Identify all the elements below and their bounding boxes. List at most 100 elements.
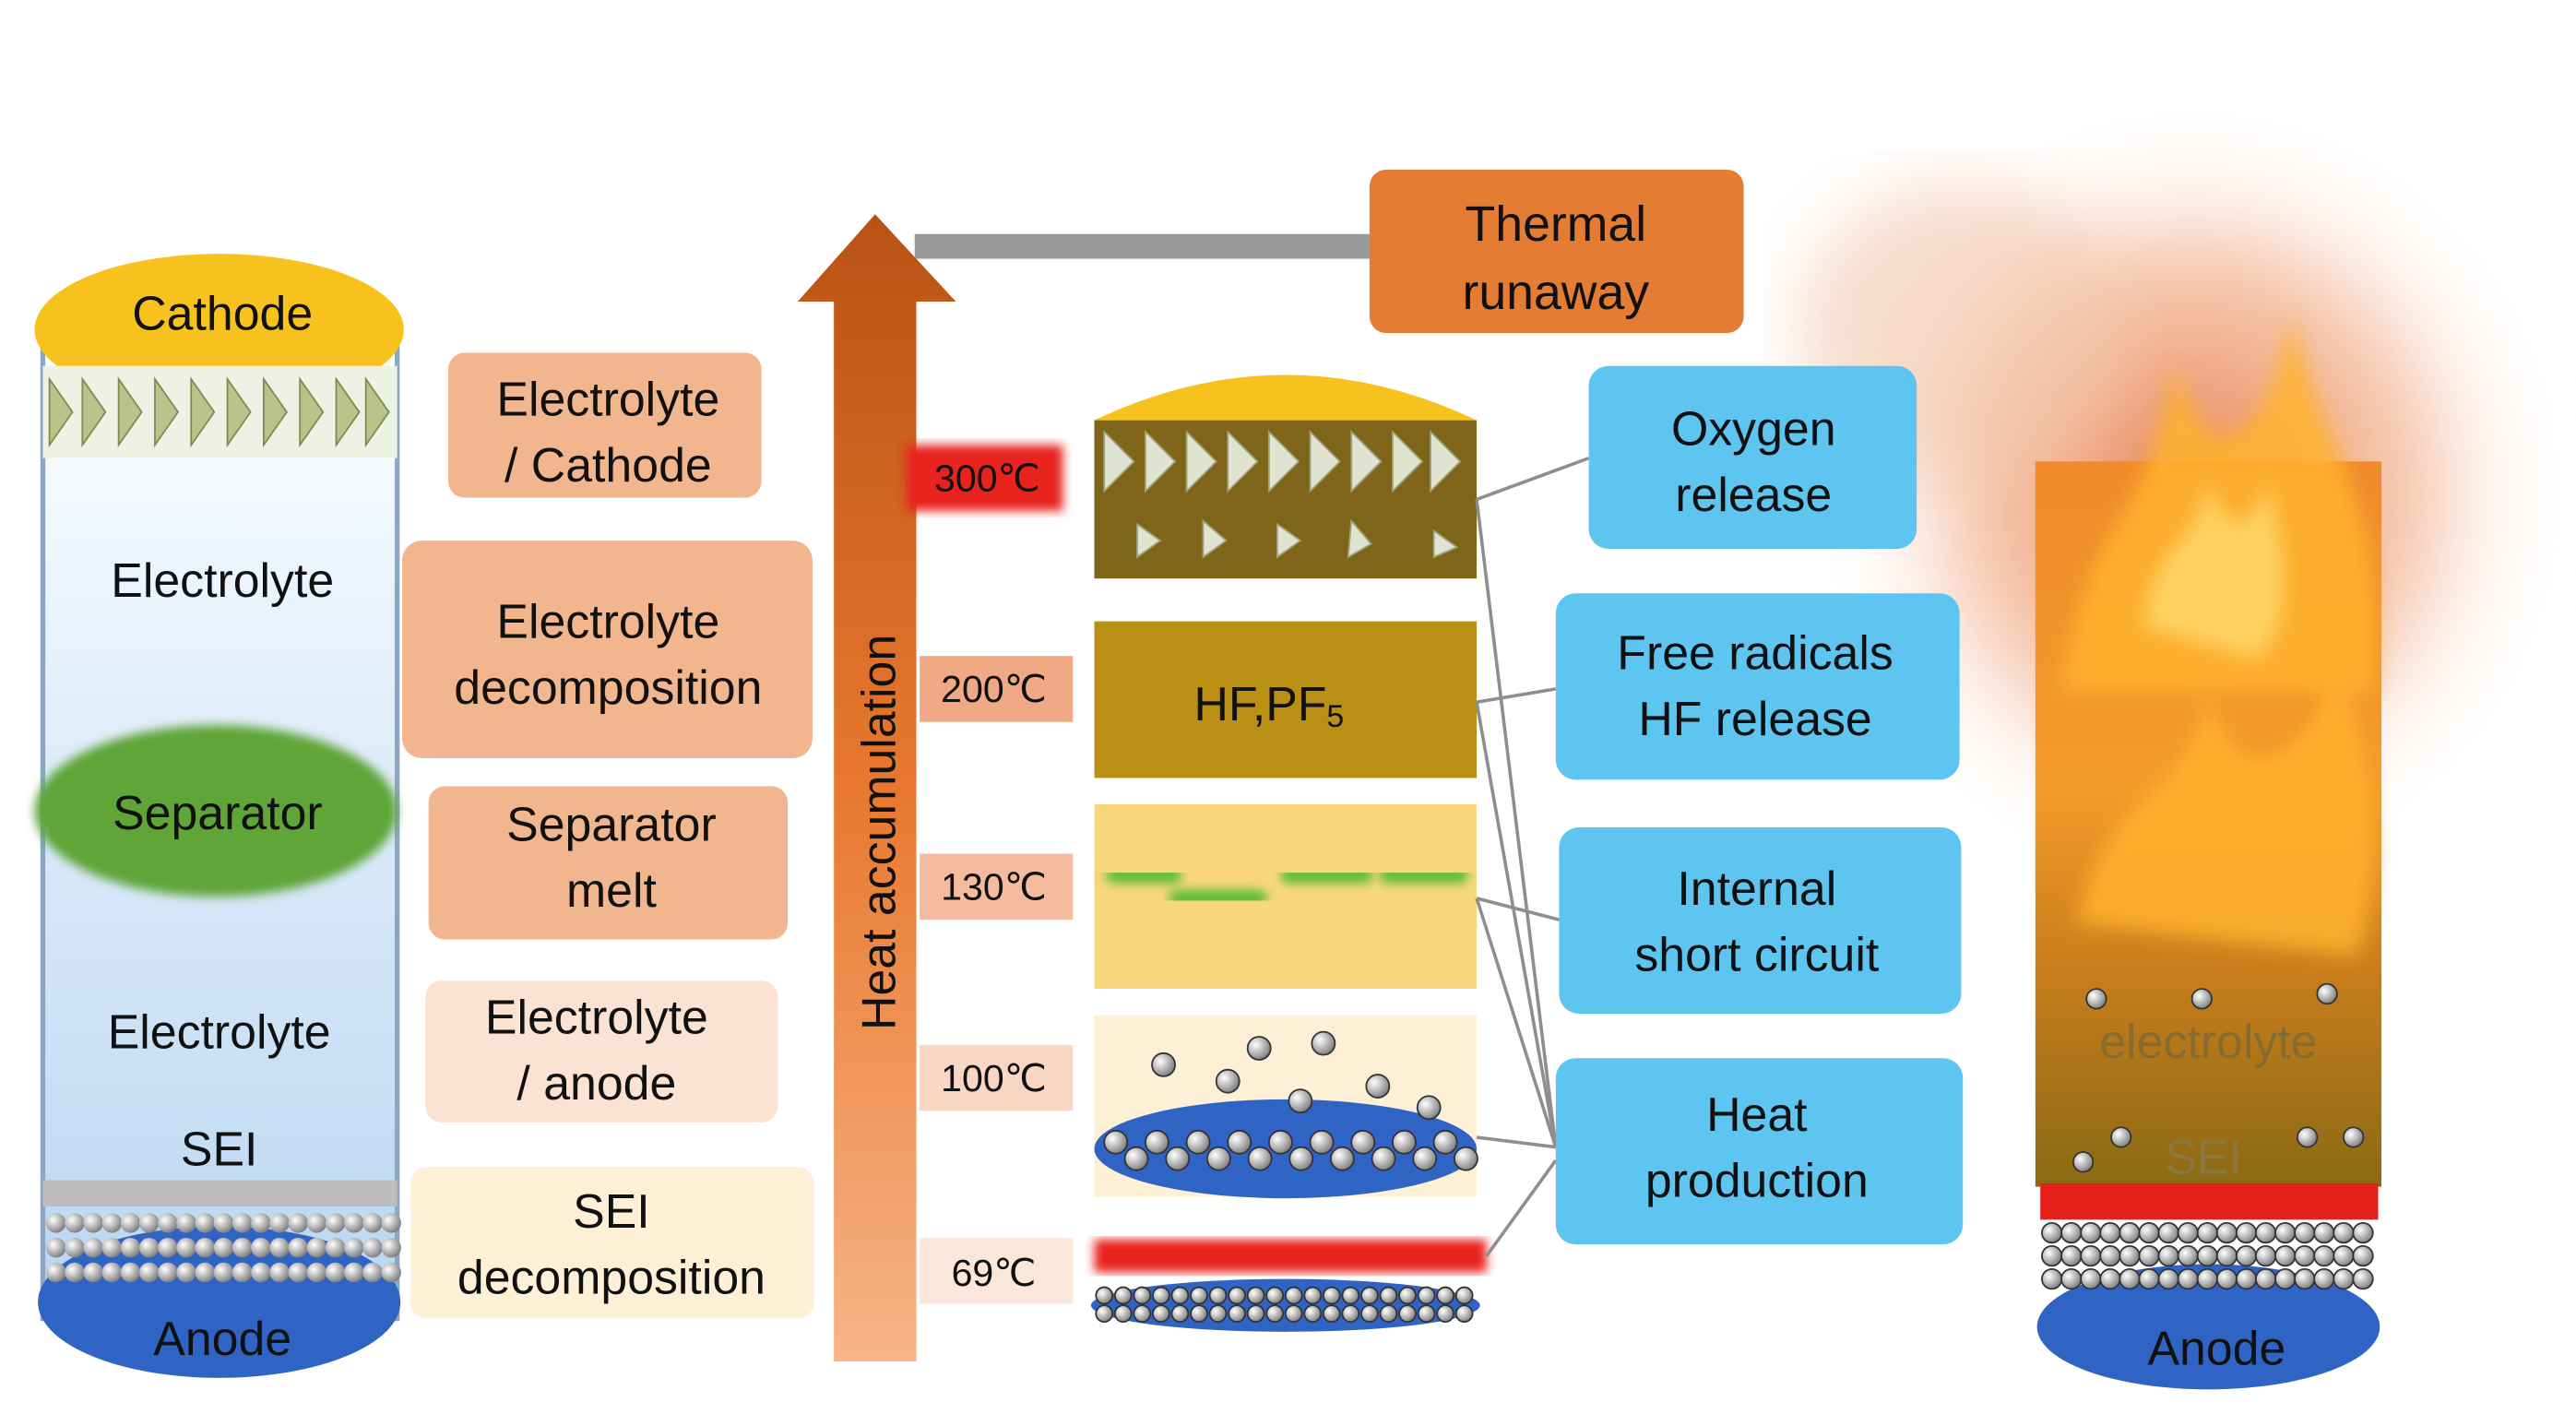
- text-line: runaway: [1463, 265, 1650, 320]
- burning-anode-cap: [2036, 1264, 2380, 1390]
- step-electrolyte-cathode: Electrolyte/ Cathode: [448, 352, 762, 498]
- particle: [1379, 1286, 1398, 1305]
- particle: [1208, 1286, 1228, 1305]
- particle: [2196, 1221, 2218, 1244]
- particle: [2060, 1245, 2083, 1267]
- particle: [2235, 1268, 2258, 1290]
- particle: [1170, 1304, 1190, 1323]
- particle: [1303, 1304, 1323, 1323]
- particle: [1371, 1146, 1396, 1171]
- particle: [46, 1262, 66, 1283]
- separator-label: Separator: [113, 786, 323, 839]
- particle: [2333, 1221, 2355, 1244]
- particle: [2343, 1126, 2365, 1148]
- particle: [231, 1237, 253, 1258]
- particle: [2099, 1221, 2121, 1244]
- electrolyte-bottom-label: Electrolyte: [108, 1004, 331, 1058]
- particle: [362, 1213, 383, 1233]
- particle: [2138, 1245, 2160, 1267]
- text-line: / anode: [516, 1056, 676, 1110]
- particle: [2177, 1221, 2199, 1244]
- temp-100: 100℃: [941, 1057, 1047, 1099]
- text-line: decomposition: [454, 660, 762, 714]
- particle: [251, 1213, 271, 1233]
- particle: [1311, 1030, 1336, 1056]
- sei-label: SEI: [181, 1122, 258, 1175]
- particle: [2352, 1268, 2374, 1290]
- particle: [2196, 1245, 2218, 1267]
- particle: [2157, 1268, 2179, 1290]
- particle: [306, 1262, 327, 1283]
- particle: [2177, 1245, 2199, 1267]
- particle: [1206, 1146, 1231, 1171]
- particle: [381, 1262, 401, 1283]
- anode-particle-rows: [46, 1213, 401, 1283]
- burning-electrolyte-label: electrolyte: [2099, 1015, 2317, 1068]
- particle: [1246, 1036, 1272, 1061]
- particle: [1247, 1146, 1273, 1171]
- particle: [2215, 1245, 2238, 1267]
- text-line: Thermal: [1466, 196, 1647, 252]
- particle: [2294, 1268, 2316, 1290]
- temp-130: 130℃: [941, 866, 1047, 909]
- layer-sei-breakdown: [1090, 1239, 1487, 1332]
- particle: [2190, 988, 2213, 1010]
- particle: [2316, 982, 2338, 1005]
- text-line: Electrolyte: [496, 372, 719, 425]
- temp-200: 200℃: [941, 668, 1047, 710]
- particle: [2313, 1221, 2335, 1244]
- particle: [213, 1237, 234, 1258]
- particle: [2099, 1245, 2121, 1267]
- text-line: SEI: [573, 1184, 650, 1238]
- particle: [1436, 1304, 1454, 1323]
- temp-300: 300℃: [934, 457, 1040, 499]
- particle: [1330, 1146, 1355, 1171]
- particle: [65, 1213, 85, 1233]
- particle: [195, 1237, 216, 1258]
- particle: [2157, 1245, 2179, 1267]
- temperature-tags: 300℃ 200℃ 130℃ 100℃ 69℃: [906, 445, 1074, 1304]
- particle: [1133, 1286, 1152, 1305]
- sei-layer: [42, 1180, 398, 1207]
- particle: [2313, 1245, 2335, 1267]
- particle: [1095, 1286, 1114, 1305]
- particle: [325, 1213, 346, 1233]
- particle: [1416, 1095, 1442, 1121]
- particle: [269, 1237, 290, 1258]
- particle: [2041, 1268, 2063, 1290]
- text-line: Free radicals: [1617, 625, 1893, 679]
- particle: [1379, 1304, 1398, 1323]
- particle: [2294, 1221, 2316, 1244]
- particle: [1246, 1304, 1265, 1323]
- particle: [251, 1262, 271, 1283]
- particle: [269, 1262, 290, 1283]
- particle: [2274, 1221, 2297, 1244]
- particle: [1303, 1286, 1323, 1305]
- particle: [1215, 1068, 1241, 1094]
- particle: [1190, 1286, 1208, 1305]
- sei-hot-layer: [2040, 1182, 2379, 1220]
- particle: [2274, 1268, 2297, 1290]
- particle: [101, 1262, 123, 1283]
- particle: [120, 1237, 141, 1258]
- particle: [2138, 1221, 2160, 1244]
- particle: [1454, 1286, 1474, 1305]
- burning-anode-label: Anode: [2147, 1322, 2285, 1375]
- particle: [288, 1262, 308, 1283]
- particle: [1246, 1286, 1265, 1305]
- particle: [1309, 1129, 1335, 1155]
- particle: [1322, 1304, 1341, 1323]
- particle: [2119, 1268, 2141, 1290]
- electrolyte-top-label: Electrolyte: [111, 553, 334, 607]
- particle: [1365, 1074, 1391, 1099]
- flames: [2060, 313, 2376, 957]
- particle: [306, 1213, 327, 1233]
- step-label: Electrolyte/ anode: [485, 990, 708, 1110]
- particle: [306, 1237, 327, 1258]
